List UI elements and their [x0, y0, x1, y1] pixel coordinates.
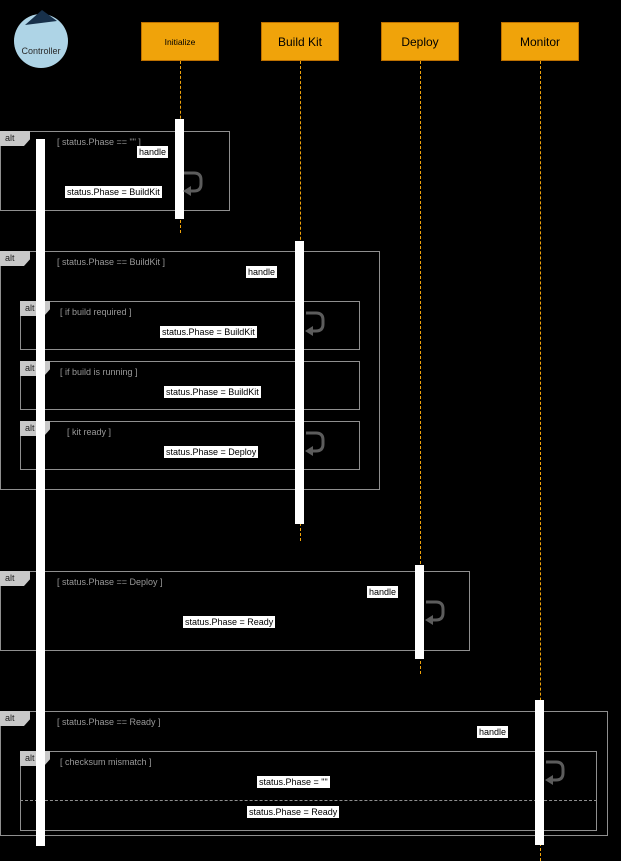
initialize-activation — [175, 119, 184, 219]
message-return-phase-empty: status.Phase = "" — [257, 776, 330, 788]
guard-kit-ready: [ kit ready ] — [67, 427, 112, 437]
buildkit-self-call-icon-required — [305, 311, 325, 336]
message-handle-buildkit: handle — [246, 266, 278, 278]
alt-frame-phase-ready-operator: alt — [0, 711, 30, 726]
message-handle-monitor: handle — [477, 726, 509, 738]
initialize-self-call-icon — [183, 171, 203, 196]
message-return-phase-buildkit-2: status.Phase = BuildKit — [160, 326, 257, 338]
message-return-phase-ready-1: status.Phase = Ready — [183, 616, 276, 628]
alt-frame-kit-ready-operator: alt — [20, 421, 50, 436]
alt-frame-build-required-operator: alt — [20, 301, 50, 316]
alt-frame-phase-empty-operator: alt — [0, 131, 30, 146]
guard-checksum-mismatch: [ checksum mismatch ] — [60, 757, 152, 767]
guard-phase-deploy: [ status.Phase == Deploy ] — [57, 577, 163, 587]
controller-icon — [14, 10, 68, 68]
monitor-activation — [535, 700, 544, 845]
alt-frame-build-required — [20, 301, 360, 350]
lifeline-header-buildkit: Build Kit — [261, 22, 339, 61]
alt-frame-kit-ready — [20, 421, 360, 470]
deploy-self-call-icon — [425, 600, 445, 625]
lifeline-header-buildkit-label: Build Kit — [277, 34, 323, 49]
lifeline-header-deploy: Deploy — [381, 22, 459, 61]
buildkit-activation — [295, 241, 304, 524]
lifeline-header-monitor-label: Monitor — [519, 34, 560, 49]
deploy-activation — [415, 565, 424, 659]
lifeline-header-monitor: Monitor — [501, 22, 579, 61]
guard-phase-ready: [ status.Phase == Ready ] — [57, 717, 161, 727]
monitor-self-call-icon — [545, 760, 565, 785]
message-return-phase-ready-2: status.Phase = Ready — [247, 806, 340, 818]
alt-frame-phase-empty — [0, 131, 230, 211]
lifeline-header-initialize: Initialize — [141, 22, 219, 61]
monitor-lifeline — [540, 61, 541, 861]
alt-frame-phase-deploy-operator: alt — [0, 571, 30, 586]
message-handle-deploy: handle — [367, 586, 399, 598]
message-return-phase-buildkit-3: status.Phase = BuildKit — [164, 386, 261, 398]
lifeline-header-deploy-label: Deploy — [401, 34, 439, 49]
controller-actor-label: Controller — [21, 46, 61, 56]
alt-frame-phase-buildkit — [0, 251, 380, 490]
controller-activation — [36, 139, 45, 846]
deploy-lifeline — [420, 61, 421, 674]
buildkit-self-call-icon-ready — [305, 431, 325, 456]
guard-phase-buildkit: [ status.Phase == BuildKit ] — [57, 257, 166, 267]
guard-build-running: [ if build is running ] — [60, 367, 138, 377]
guard-build-required: [ if build required ] — [60, 307, 132, 317]
alt-frame-build-running — [20, 361, 360, 410]
message-return-phase-deploy: status.Phase = Deploy — [164, 446, 259, 458]
lifeline-header-initialize-label: Initialize — [164, 36, 196, 47]
alt-frame-build-running-operator: alt — [20, 361, 50, 376]
alt-frame-checksum-mismatch — [20, 751, 597, 831]
alt-frame-phase-deploy — [0, 571, 470, 651]
message-return-phase-buildkit-1: status.Phase = BuildKit — [65, 186, 162, 198]
alt-frame-checksum-mismatch-operator: alt — [20, 751, 50, 766]
message-handle-initialize: handle — [137, 146, 169, 158]
guard-phase-empty: [ status.Phase == "" ] — [57, 137, 141, 147]
alt-else-divider — [20, 800, 597, 801]
controller-actor: Controller — [12, 10, 70, 68]
alt-frame-phase-buildkit-operator: alt — [0, 251, 30, 266]
alt-frame-phase-ready — [0, 711, 608, 836]
